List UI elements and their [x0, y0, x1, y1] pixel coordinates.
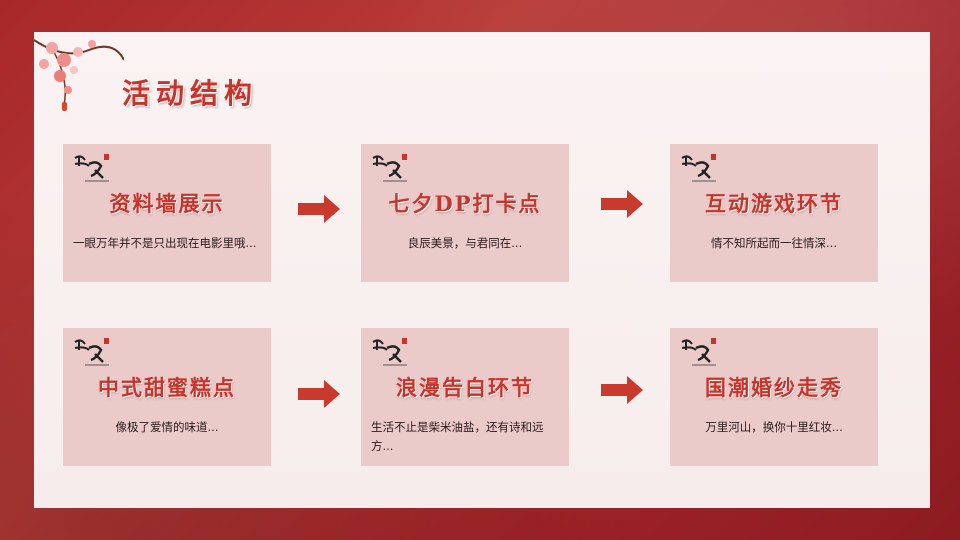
card-chinese-desserts: 中式甜蜜糕点 像极了爱情的味道...: [63, 328, 271, 466]
card-desc: 良辰美景，与君同在...: [407, 236, 523, 250]
qixi-calligraphy-logo-icon: [372, 338, 407, 366]
plum-blossom-icon: [34, 39, 124, 111]
qixi-calligraphy-logo-icon: [681, 338, 716, 366]
card-guochao-wedding-show: 国潮婚纱走秀 万里河山，换你十里红妆...: [670, 328, 878, 466]
right-arrow-icon: [298, 195, 340, 223]
card-data-wall: 资料墙展示 一眼万年并不是只出现在电影里哦...: [63, 144, 271, 282]
card-title: 七夕DP打卡点: [388, 191, 542, 216]
card-interactive-game: 互动游戏环节 情不知所起而一往情深...: [670, 144, 878, 282]
card-desc: 万里河山，换你十里红妆...: [705, 420, 843, 434]
card-dp-checkin: 七夕DP打卡点 良辰美景，与君同在...: [361, 144, 569, 282]
card-title: 中式甜蜜糕点: [98, 375, 236, 400]
card-desc: 情不知所起而一往情深...: [711, 236, 837, 250]
page-title: 活动结构: [122, 77, 259, 110]
card-desc: 生活不止是柴米油盐，还有诗和远方...: [371, 420, 544, 453]
right-arrow-icon: [601, 190, 643, 218]
card-title: 资料墙展示: [109, 191, 225, 216]
card-title: 互动游戏环节: [705, 191, 843, 216]
card-romantic-confession: 浪漫告白环节 生活不止是柴米油盐，还有诗和远方...: [361, 328, 569, 466]
qixi-calligraphy-logo-icon: [681, 154, 716, 182]
qixi-calligraphy-logo-icon: [74, 154, 109, 182]
qixi-calligraphy-logo-icon: [372, 154, 407, 182]
card-desc: 一眼万年并不是只出现在电影里哦...: [73, 236, 257, 250]
right-arrow-icon: [601, 376, 643, 404]
right-arrow-icon: [298, 380, 340, 408]
qixi-calligraphy-logo-icon: [74, 338, 109, 366]
card-title: 国潮婚纱走秀: [705, 375, 843, 400]
card-desc: 像极了爱情的味道...: [115, 420, 219, 434]
card-title: 浪漫告白环节: [396, 375, 534, 400]
